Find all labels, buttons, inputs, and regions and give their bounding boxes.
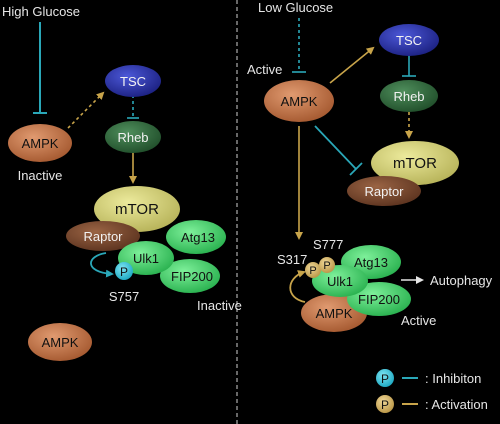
right-fip200-label: FIP200 [358, 292, 400, 307]
right-phospho2-circle [319, 257, 335, 273]
left-tsc-label: TSC [120, 74, 146, 89]
left-ampk-free-node [28, 323, 92, 361]
right-ampk-bound-label: AMPK [316, 306, 353, 321]
right-ampk-label: AMPK [281, 94, 318, 109]
right-ulk1-node [312, 265, 368, 297]
right-phospho1-circle [305, 262, 321, 278]
left-ampk-free-label: AMPK [42, 335, 79, 350]
left-mtor-node [94, 186, 180, 232]
right-ampk-state: Active [247, 62, 282, 77]
left-ampk-label: AMPK [22, 136, 59, 151]
left-rheb-label: Rheb [117, 130, 148, 145]
right-rheb-node [380, 80, 438, 112]
right-site1-label: S777 [313, 237, 343, 252]
right-ampk-node [264, 80, 334, 122]
left-site-label: S757 [109, 289, 139, 304]
right-phospho2-label: P [323, 260, 330, 272]
legend: P : Inhibiton P : Activation [376, 369, 488, 413]
left-ampk-state: Inactive [18, 168, 63, 183]
left-phospho-circle [115, 262, 133, 280]
right-site2-label: S317 [277, 252, 307, 267]
left-complex-state: Inactive [197, 298, 242, 313]
right-phospho-curve-arrow [289, 270, 306, 303]
left-mtor-label: mTOR [115, 201, 159, 218]
right-outcome-label: Autophagy [430, 273, 493, 288]
right-raptor-label: Raptor [364, 184, 404, 199]
right-ampk-raptor-inhibit [314, 125, 357, 170]
legend-inhibition-text: : Inhibiton [425, 371, 481, 386]
left-ulk1-label: Ulk1 [133, 251, 159, 266]
left-raptor-label: Raptor [83, 229, 123, 244]
right-ampk-tsc-arrow [329, 46, 375, 84]
left-fip200-node [160, 259, 220, 293]
left-ampk-tsc-arrow [67, 91, 105, 129]
left-condition-label: High Glucose [2, 4, 80, 19]
right-fip200-node [347, 282, 411, 316]
right-phospho1-label: P [309, 265, 316, 277]
right-panel: Low Glucose Active AMPK TSC Rheb mTOR R [247, 0, 493, 332]
left-ulk1-node [118, 241, 174, 275]
right-mtor-label: mTOR [393, 155, 437, 172]
right-raptor-node [347, 176, 421, 206]
left-panel: High Glucose AMPK Inactive TSC Rheb mTOR… [2, 4, 242, 361]
legend-inhibition-circle [376, 369, 394, 387]
left-ampk-node [8, 124, 72, 162]
right-ulk1-label: Ulk1 [327, 274, 353, 289]
right-tsc-node [379, 24, 439, 56]
right-mtor-node [371, 141, 459, 185]
right-complex-state: Active [401, 313, 436, 328]
right-rheb-label: Rheb [393, 89, 424, 104]
legend-activation-circle [376, 395, 394, 413]
right-ampk-raptor-bar [349, 162, 363, 176]
left-rheb-node [105, 121, 161, 153]
left-atg13-label: Atg13 [181, 230, 215, 245]
legend-inhibition-symbol: P [381, 372, 389, 386]
right-atg13-label: Atg13 [354, 255, 388, 270]
left-tsc-node [105, 65, 161, 97]
left-atg13-node [166, 220, 226, 254]
left-raptor-node [66, 221, 140, 251]
right-condition-label: Low Glucose [258, 0, 333, 15]
legend-activation-text: : Activation [425, 397, 488, 412]
left-phospho-curve-arrow [90, 252, 114, 278]
left-fip200-label: FIP200 [171, 269, 213, 284]
left-phospho-label: P [120, 265, 128, 279]
legend-activation-symbol: P [381, 398, 389, 412]
right-tsc-label: TSC [396, 33, 422, 48]
